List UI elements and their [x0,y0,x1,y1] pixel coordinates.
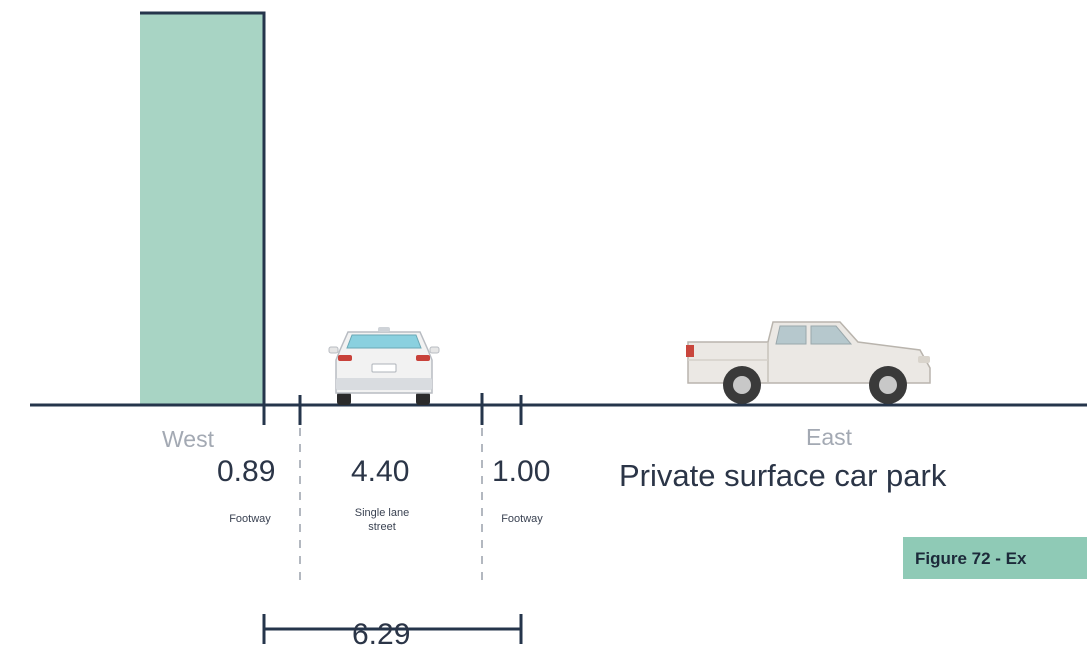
total-width-label: 6.29 [352,618,411,651]
segment-use-east-footway: Footway [501,513,543,525]
east-use-label: Private surface car park [619,458,947,493]
segment-use-west-footway: Footway [229,513,271,525]
figure-caption: Figure 72 - Ex [915,549,1027,568]
hatchback-rear-view-icon [328,327,440,405]
segment-width-east-footway: 1.00 [492,455,551,488]
west-building-outline [140,11,266,425]
east-label: East [806,424,853,450]
pickup-truck-side-view-icon [686,321,931,404]
segment-use-street: Single lane street [354,507,410,533]
west-label: West [162,426,214,452]
west-building [140,13,264,405]
segment-width-west-footway: 0.89 [217,455,276,488]
figure-caption-box: Figure 72 - Ex [903,537,1087,579]
segment-width-street: 4.40 [351,455,410,488]
